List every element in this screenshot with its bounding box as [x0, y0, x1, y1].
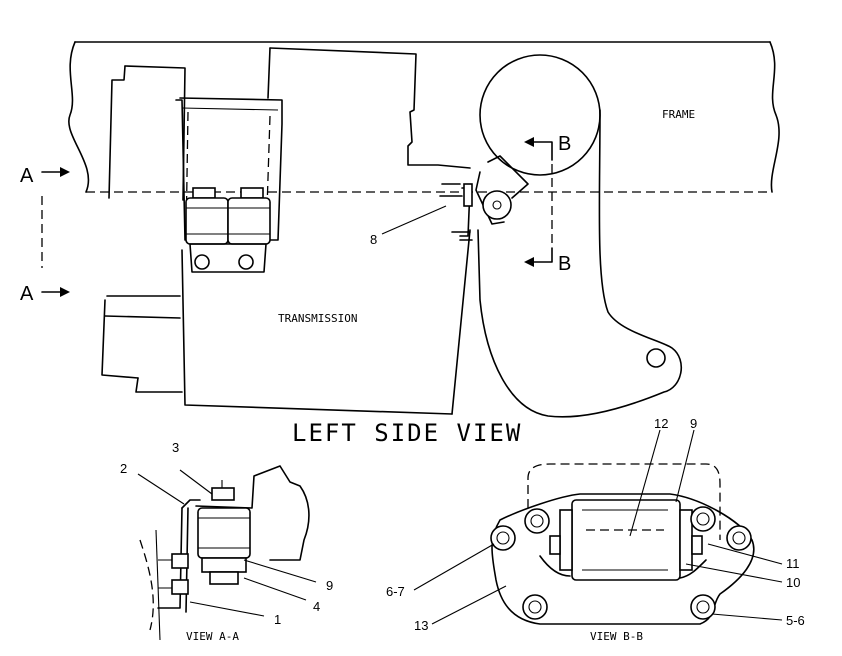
callout-4: 4 — [313, 599, 320, 614]
frame-rail: FRAME — [68, 41, 780, 193]
callout-5-6: 5-6 — [786, 613, 805, 628]
transmission-housing: TRANSMISSION — [101, 47, 471, 415]
section-b-bottom: B — [558, 253, 571, 275]
section-a-bottom: A — [20, 283, 34, 305]
callout-1: 1 — [274, 612, 281, 627]
callout-9-bb: 9 — [690, 416, 697, 431]
section-b-top: B — [558, 133, 571, 155]
section-b-markers: B B — [524, 133, 571, 275]
callout-11: 11 — [786, 556, 800, 571]
callout-12: 12 — [654, 416, 668, 431]
view-bb-label: VIEW B-B — [590, 630, 643, 643]
callout-3: 3 — [172, 440, 179, 455]
callout-10: 10 — [786, 575, 800, 590]
frame-label: FRAME — [662, 108, 695, 121]
view-aa-label: VIEW A-A — [186, 630, 239, 643]
left-side-view-title: LEFT SIDE VIEW — [292, 419, 522, 447]
callout-9-aa: 9 — [326, 578, 333, 593]
view-bb-detail: VIEW B-B — [490, 463, 755, 643]
callout-8: 8 — [370, 232, 377, 247]
callout-13: 13 — [414, 618, 428, 633]
view-aa-detail: VIEW A-A — [139, 465, 310, 643]
transmission-label: TRANSMISSION — [278, 312, 357, 325]
mount-isolators-side — [185, 187, 271, 273]
callout-2: 2 — [120, 461, 127, 476]
section-a-top: A — [20, 165, 34, 187]
frame-bracket — [439, 54, 682, 418]
callout-6-7: 6-7 — [386, 584, 405, 599]
section-a-markers: A A — [20, 165, 70, 305]
